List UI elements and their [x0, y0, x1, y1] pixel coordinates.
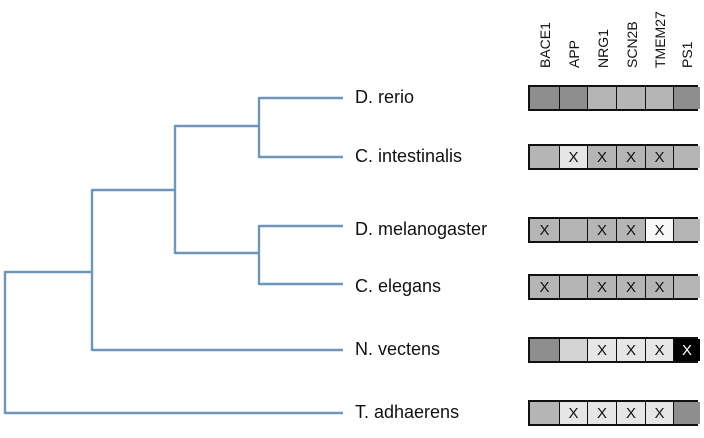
gene-cell-tmem27: X	[646, 339, 674, 361]
gene-header-ps1: PS1	[679, 41, 695, 68]
gene-header-app: APP	[566, 39, 582, 68]
gene-cell-bace1: X	[530, 276, 560, 298]
gene-header-nrg1: NRG1	[594, 29, 611, 68]
absence-mark: X	[596, 148, 607, 166]
absence-mark: X	[625, 148, 636, 166]
gene-cell-bace1	[530, 146, 560, 168]
gene-cell-app	[560, 339, 588, 361]
gene-cell-tmem27	[646, 87, 674, 109]
gene-cell-nrg1: X	[588, 219, 617, 241]
gene-header-tmem27: TMEM27	[652, 11, 668, 68]
absence-mark: X	[625, 221, 636, 239]
absence-mark: X	[539, 278, 550, 296]
absence-mark: X	[539, 221, 550, 239]
absence-mark: X	[596, 221, 607, 239]
species-label: C. elegans	[355, 276, 442, 296]
gene-cell-app	[560, 276, 588, 298]
species-label: D. rerio	[355, 87, 415, 107]
gene-cell-scn2b: X	[617, 219, 646, 241]
absence-mark: X	[654, 221, 665, 239]
gene-cell-scn2b: X	[617, 339, 646, 361]
absence-mark: X	[596, 404, 607, 422]
gene-cell-ps1: X	[674, 339, 700, 361]
gene-cell-ps1	[674, 276, 700, 298]
gene-row	[528, 85, 700, 111]
species-label: T. adhaerens	[355, 402, 460, 422]
gene-cell-scn2b: X	[617, 146, 646, 168]
gene-cell-ps1	[674, 87, 700, 109]
gene-cell-nrg1: X	[588, 339, 617, 361]
gene-cell-ps1	[674, 219, 700, 241]
absence-mark: X	[654, 404, 665, 422]
gene-cell-tmem27: X	[646, 219, 674, 241]
absence-mark: X	[654, 278, 665, 296]
gene-header-scn2b: SCN2B	[623, 21, 640, 68]
gene-cell-app: X	[560, 146, 588, 168]
gene-cell-ps1	[674, 146, 700, 168]
absence-mark: X	[681, 341, 692, 359]
absence-mark: X	[596, 341, 607, 359]
gene-cell-app	[560, 87, 588, 109]
absence-mark: X	[625, 404, 636, 422]
gene-cell-app: X	[560, 402, 588, 424]
gene-cell-scn2b: X	[617, 276, 646, 298]
gene-cell-scn2b: X	[617, 402, 646, 424]
species-label: C. intestinalis	[355, 146, 463, 166]
gene-header-bace1: BACE1	[537, 22, 553, 68]
gene-cell-bace1	[530, 87, 560, 109]
absence-mark: X	[596, 278, 607, 296]
gene-cell-ps1	[674, 402, 700, 424]
gene-cell-nrg1: X	[588, 402, 617, 424]
gene-cell-tmem27: X	[646, 146, 674, 168]
gene-cell-nrg1	[588, 87, 617, 109]
gene-cell-scn2b	[617, 87, 646, 109]
gene-cell-nrg1: X	[588, 276, 617, 298]
absence-mark: X	[568, 404, 579, 422]
absence-mark: X	[654, 148, 665, 166]
absence-mark: X	[568, 148, 579, 166]
gene-cell-bace1	[530, 402, 560, 424]
species-label: N. vectens	[355, 339, 441, 359]
gene-cell-tmem27: X	[646, 276, 674, 298]
absence-mark: X	[654, 341, 665, 359]
gene-cell-app	[560, 219, 588, 241]
gene-cell-nrg1: X	[588, 146, 617, 168]
species-label: D. melanogaster	[355, 219, 488, 239]
gene-cell-tmem27: X	[646, 402, 674, 424]
absence-mark: X	[625, 341, 636, 359]
absence-mark: X	[625, 278, 636, 296]
gene-cell-bace1	[530, 339, 560, 361]
gene-cell-bace1: X	[530, 219, 560, 241]
